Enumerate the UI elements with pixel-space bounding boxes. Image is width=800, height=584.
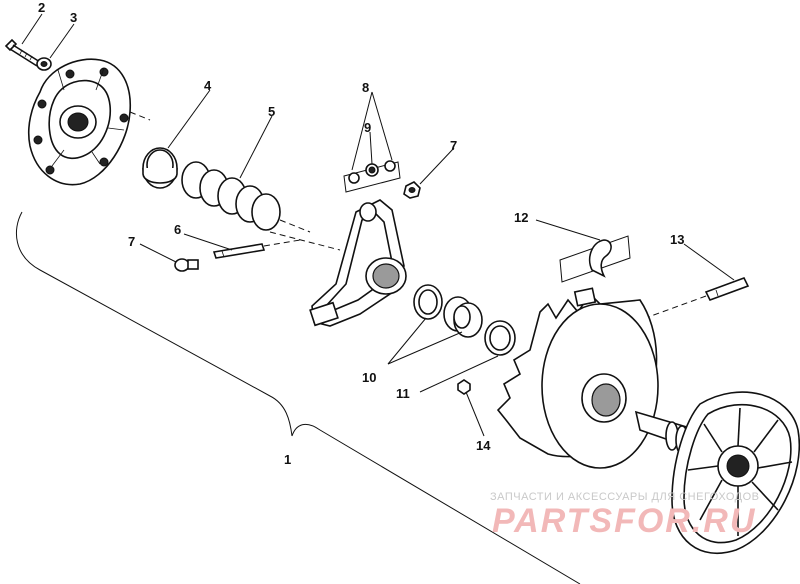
callout-11: 11 bbox=[396, 386, 410, 401]
part-2-bolt bbox=[4, 38, 41, 67]
part-14-small-nut bbox=[457, 379, 471, 395]
watermark-brand: PARTSFOR.RU bbox=[492, 502, 756, 540]
callout-5: 5 bbox=[268, 104, 275, 119]
callout-13: 13 bbox=[670, 232, 684, 247]
callout-1: 1 bbox=[284, 452, 291, 467]
callout-7-left: 7 bbox=[128, 234, 135, 249]
callout-8: 8 bbox=[362, 80, 369, 95]
callout-14: 14 bbox=[476, 438, 491, 453]
part-movable-sheave bbox=[496, 287, 659, 469]
part-cover-housing bbox=[27, 58, 151, 186]
part-7-nut-right bbox=[403, 181, 421, 199]
callout-12: 12 bbox=[514, 210, 528, 225]
part-spider-arm bbox=[269, 199, 407, 327]
part-4-ring bbox=[142, 147, 178, 189]
callout-6: 6 bbox=[174, 222, 181, 237]
callout-9: 9 bbox=[364, 120, 371, 135]
callout-labels: 1 2 3 4 5 6 7 7 8 9 10 11 12 13 14 bbox=[38, 0, 684, 467]
callout-10: 10 bbox=[362, 370, 376, 385]
part-7-bolt-head-left bbox=[174, 258, 199, 272]
part-12-clip bbox=[559, 235, 631, 283]
watermark-tagline: ЗАПЧАСТИ И АКСЕССУАРЫ ДЛЯ СНЕГОХОДОВ bbox=[490, 491, 759, 503]
part-3-washer bbox=[36, 57, 52, 71]
part-6-pin bbox=[212, 239, 301, 259]
part-shaft-fixed-sheave bbox=[634, 391, 800, 555]
callout-2: 2 bbox=[38, 0, 45, 15]
part-10-11-rings bbox=[413, 284, 516, 356]
assembly-bracket bbox=[15, 211, 581, 584]
part-8-9-bushings bbox=[343, 160, 401, 193]
part-5-spring bbox=[181, 161, 311, 233]
part-13-long-bolt bbox=[639, 277, 750, 321]
leader-lines bbox=[21, 13, 735, 437]
callout-3: 3 bbox=[70, 10, 77, 25]
callout-7-right: 7 bbox=[450, 138, 457, 153]
callout-4: 4 bbox=[204, 78, 212, 93]
watermark: ЗАПЧАСТИ И АКСЕССУАРЫ ДЛЯ СНЕГОХОДОВ PAR… bbox=[490, 491, 759, 540]
